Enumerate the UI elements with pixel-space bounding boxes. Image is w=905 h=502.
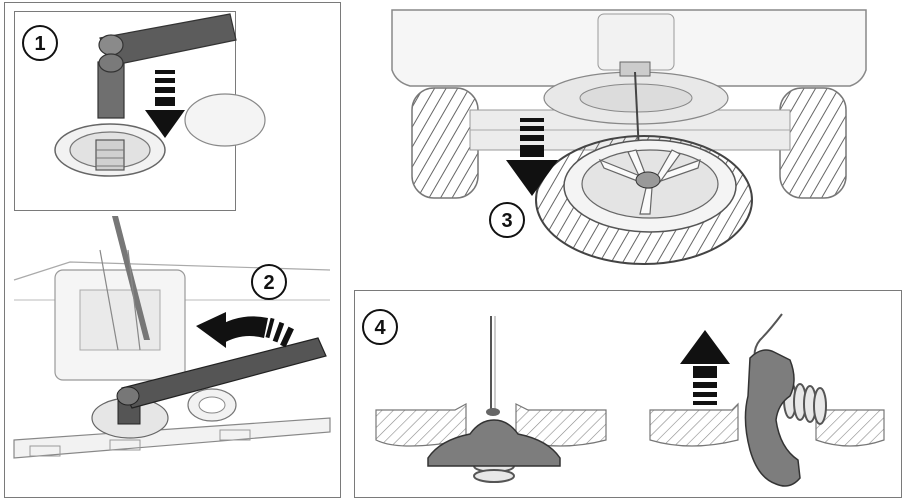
step-3-badge: 3 — [489, 202, 525, 238]
step-1-badge: 1 — [22, 25, 58, 61]
step-4-number: 4 — [374, 317, 386, 339]
step-4-illustration — [375, 313, 885, 487]
step-2-number: 2 — [263, 272, 274, 294]
step-4-arrow — [680, 330, 730, 405]
step-4-badge: 4 — [362, 309, 398, 345]
step-3-illustration — [391, 9, 867, 265]
step-3-arrow — [506, 118, 558, 196]
step-1-illustration — [54, 13, 266, 177]
step-1-number: 1 — [34, 33, 45, 55]
step-2-illustration — [13, 216, 331, 459]
step-3-number: 3 — [501, 210, 512, 232]
step-2-badge: 2 — [251, 264, 287, 300]
step-2-arrow — [196, 312, 294, 348]
step-1-arrow — [145, 70, 185, 138]
